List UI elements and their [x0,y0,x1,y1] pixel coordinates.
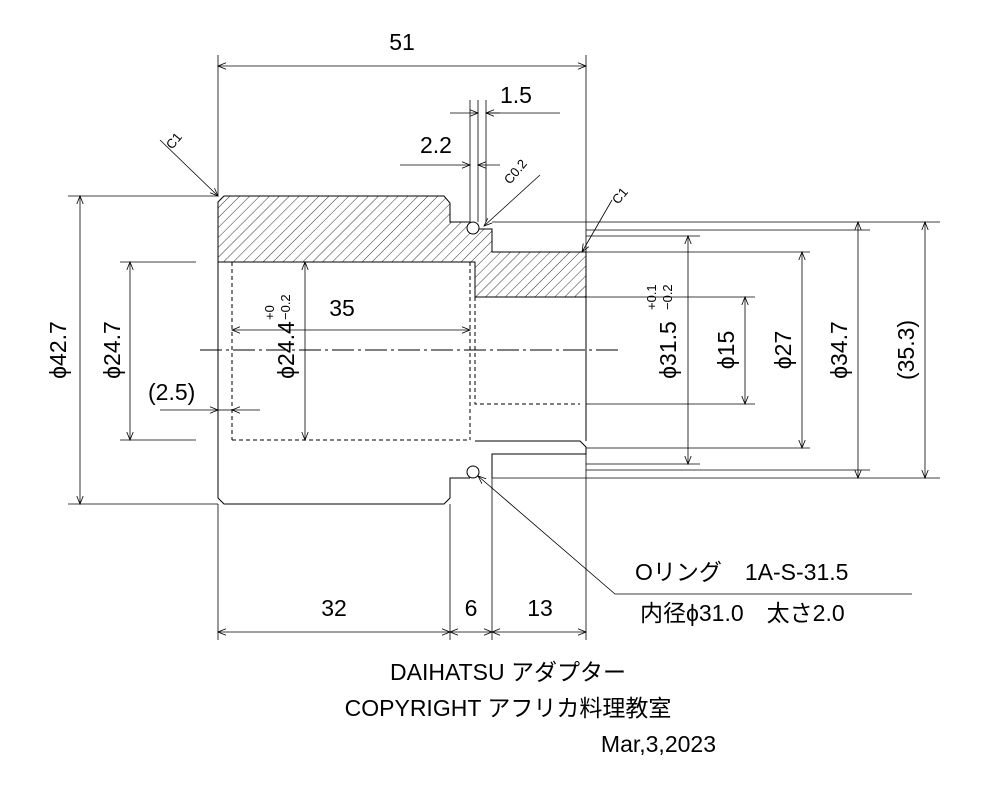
dim-face-dia: ϕ24.7 [99,321,125,379]
dim-len-b: 6 [465,595,478,621]
lower-outline [217,440,470,505]
copyright-text: COPYRIGHT アフリカ料理教室 [345,695,672,721]
dim-len-c: 13 [527,595,553,621]
dim-chamfer-left: C1 [163,130,185,152]
dim-bore-dia: ϕ24.4 [273,321,299,379]
dim-bore-tol-lower: −0.2 [278,294,293,320]
dim-chamfer-small: C0.2 [501,156,530,187]
oring-leader [477,475,912,595]
dimension-lines [76,62,929,636]
drawing-date: Mar,3,2023 [601,731,716,757]
dim-bore-tol-upper: +0 [262,305,277,320]
part-body [200,195,620,505]
dim-groove-pos: 2.2 [420,132,452,158]
bore-hidden-line [231,262,471,441]
dim-hole-dia: ϕ15 [713,331,739,369]
oring-upper [466,221,480,235]
dim-offset: (2.5) [148,379,195,405]
dim-ref-dia: (35.3) [893,320,919,380]
dim-bore-depth: 35 [329,295,355,321]
dim-neck-dia: ϕ27 [770,331,796,369]
hatched-section-upper [217,195,587,298]
hole-hidden-line [474,296,580,405]
dim-groove-tol-upper: +0.1 [644,284,659,310]
dim-groove-dia: ϕ31.5 [655,321,681,379]
spigot-lower-outline [475,440,587,478]
dim-groove-width: 1.5 [500,82,532,108]
dimension-labels: 51 1.5 2.2 C0.2 C1 C1 35 ϕ42.7 ϕ24.7 (2.… [45,29,919,621]
oring-callout: Oリング 1A-S-31.5 内径ϕ31.0 太さ2.0 [635,559,848,626]
dim-overall-length: 51 [389,29,415,55]
dim-groove-tol-lower: −0.2 [660,284,675,310]
dim-len-a: 32 [321,595,347,621]
extension-lines [68,55,940,640]
oring-lower [466,465,480,479]
title-block: DAIHATSU アダプター COPYRIGHT アフリカ料理教室 Mar,3,… [345,659,716,757]
drawing-title: DAIHATSU アダプター [390,659,626,685]
dim-outer-dia-left: ϕ42.7 [45,321,71,379]
dim-chamfer-right: C1 [609,185,631,207]
oring-label: Oリング 1A-S-31.5 [635,559,848,585]
oring-spec: 内径ϕ31.0 太さ2.0 [640,600,845,626]
dim-spigot-dia: ϕ34.7 [826,321,852,379]
